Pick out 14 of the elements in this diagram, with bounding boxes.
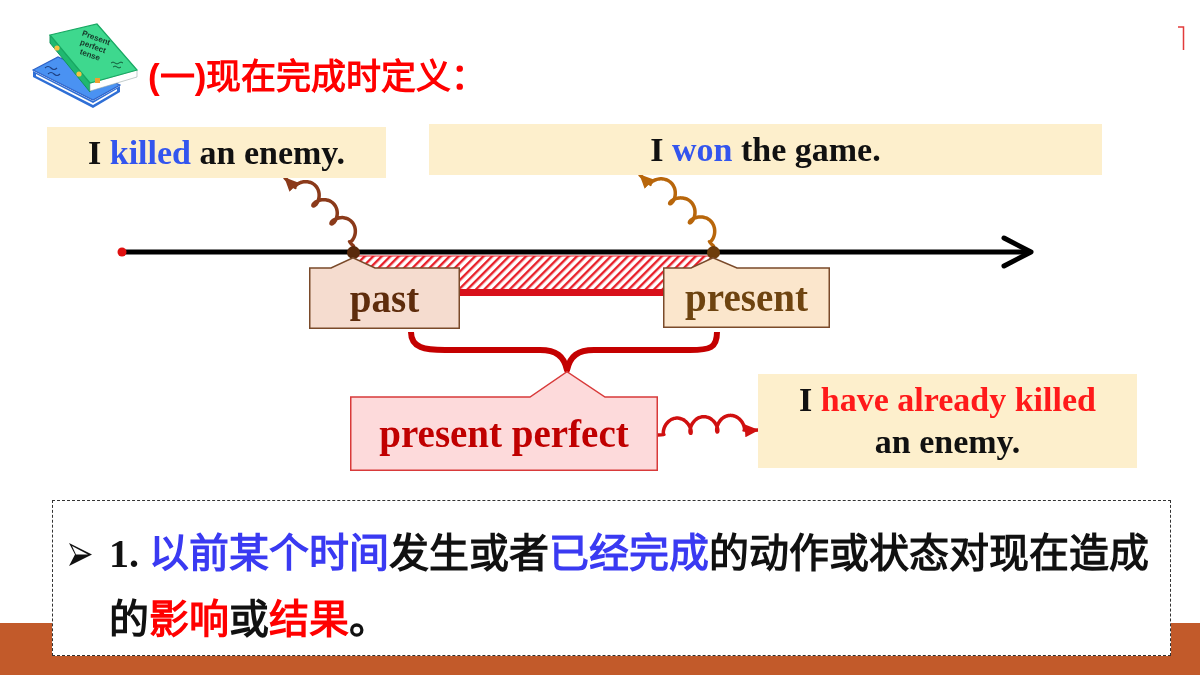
callout-box	[350, 371, 658, 471]
definition-text: 1. 以前某个时间发生或者已经完成的动作或状态对现在造成的影响或结果。	[109, 530, 1150, 644]
callout-label: present	[684, 275, 809, 322]
squiggly-arrow	[283, 176, 358, 248]
squiggly-arrow	[638, 173, 717, 248]
example-sentence: I have already killed an enemy.	[758, 374, 1137, 468]
callout-box	[663, 257, 830, 328]
callout-label: past	[348, 276, 421, 323]
definition-box	[52, 500, 1171, 656]
example-sentence: I won the game.	[429, 124, 1102, 175]
callout-label: present perfect	[378, 411, 630, 458]
example-sentence: I killed an enemy.	[47, 127, 386, 178]
slide-title: (一)现在完成时定义：	[148, 56, 487, 98]
callout-box	[309, 257, 460, 329]
